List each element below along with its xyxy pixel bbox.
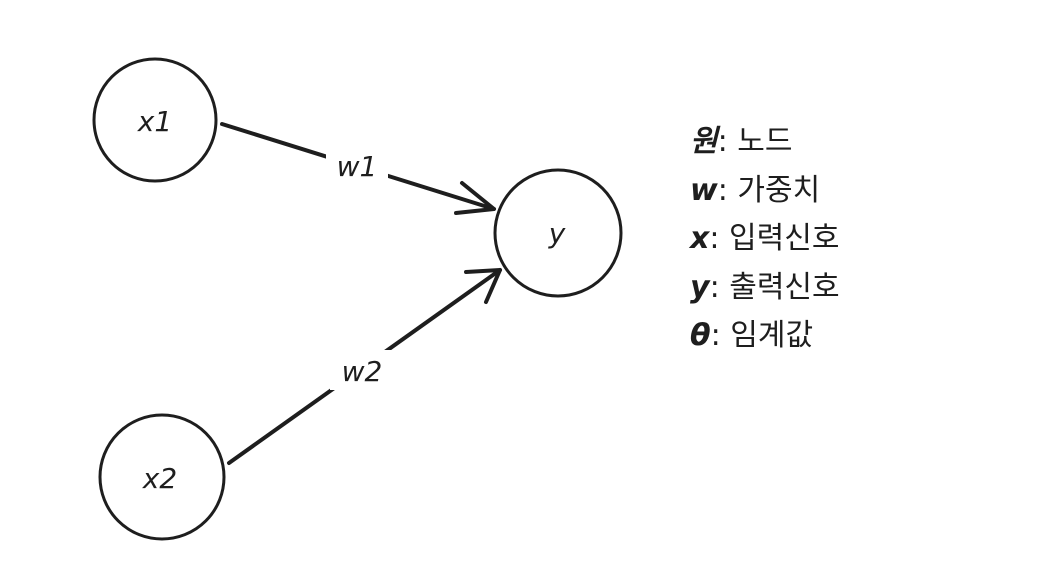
legend-text: 입력신호 (729, 221, 840, 256)
legend-item-threshold: θ: 임계값 (690, 318, 814, 353)
edge-x2-y: w2 (227, 268, 502, 465)
node-y: y (493, 168, 623, 298)
legend-symbol: x (690, 221, 710, 256)
legend-text: 노드 (737, 124, 793, 159)
arrow-head-w2 (464, 268, 502, 304)
legend-item-input: x: 입력신호 (690, 221, 840, 256)
legend-item-weight: w: 가중치 (690, 172, 821, 208)
node-x2: x2 (98, 413, 226, 541)
legend-item-output: y: 출력신호 (690, 269, 840, 305)
edge-label-w1: w1 (337, 150, 378, 183)
node-label-x1: x1 (137, 105, 172, 138)
legend-symbol: 원 (690, 124, 718, 159)
legend: 원: 노드 w: 가중치 x: 입력신호 y: 출력신호 θ: 임계값 (690, 118, 840, 361)
legend-symbol: w (690, 172, 718, 208)
arrow-head-w1 (454, 181, 496, 215)
legend-item-node: 원: 노드 (690, 124, 793, 159)
legend-text: 임계값 (730, 318, 814, 353)
legend-text: 가중치 (737, 172, 821, 208)
edge-label-w2: w2 (342, 355, 383, 388)
edge-x1-y: w1 (220, 122, 496, 215)
legend-text: 출력신호 (729, 269, 840, 305)
node-label-x2: x2 (142, 462, 177, 495)
node-x1: x1 (92, 57, 218, 183)
legend-symbol: y (690, 269, 710, 305)
legend-symbol: θ (690, 318, 711, 353)
node-label-y: y (548, 217, 566, 250)
